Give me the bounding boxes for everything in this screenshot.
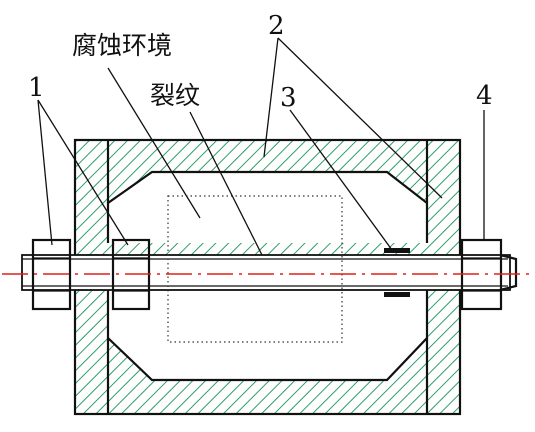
label-part-4: 4: [476, 81, 493, 111]
label-part-3: 3: [280, 83, 297, 113]
leader-2-to-right-wall: [277, 37, 443, 199]
corrosion-environment-region: [167, 195, 343, 343]
frame-inner-cavity-bottom: [106, 290, 429, 382]
label-part-2: 2: [268, 11, 285, 41]
leader-3-to-washer: [289, 109, 393, 251]
label-crack: 裂纹: [150, 81, 200, 110]
leader-crack: [189, 111, 263, 256]
rod-right-chamfer: [499, 253, 518, 292]
washer-top: [384, 248, 410, 253]
specimen-rod: [21, 254, 511, 291]
label-part-1: 1: [28, 73, 45, 103]
leader-1-to-inner-nut: [37, 99, 129, 246]
washer-bottom: [384, 292, 410, 297]
frame-inner-cavity-top: [106, 170, 429, 243]
leader-2-to-top: [263, 37, 279, 158]
label-corrosion-environment: 腐蚀环境: [72, 31, 172, 60]
leader-1-to-outer-nut: [37, 99, 53, 246]
leader-corrosion-environment: [107, 67, 201, 219]
